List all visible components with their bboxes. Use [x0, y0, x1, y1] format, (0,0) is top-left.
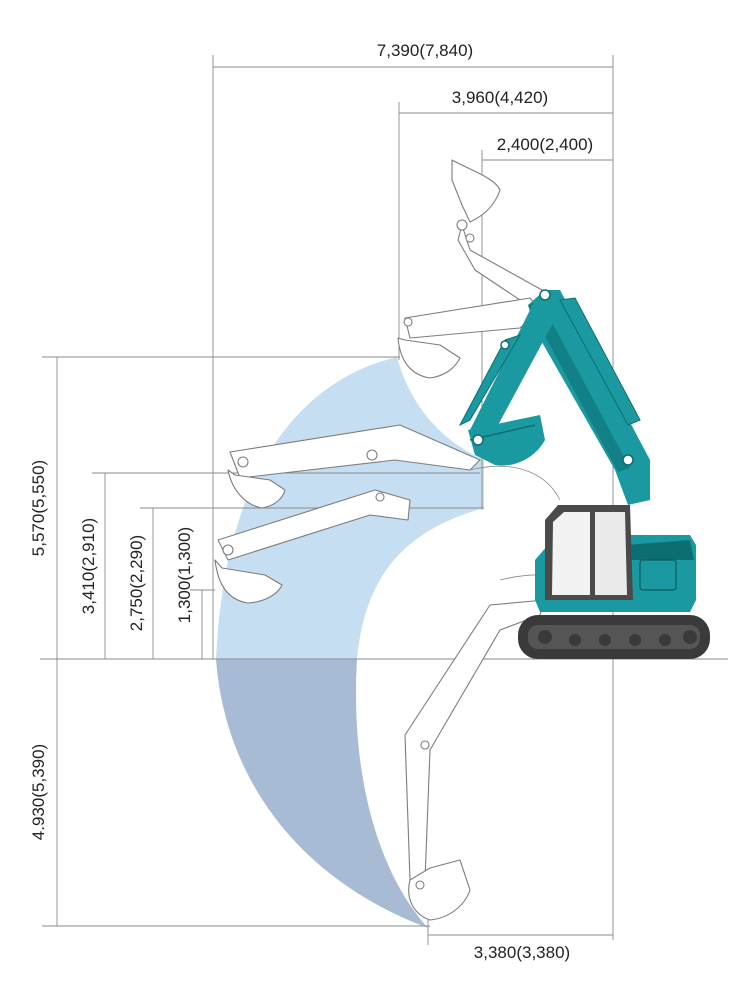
arm-position-deep: [404, 599, 546, 921]
arm: [470, 292, 560, 445]
max-reach-label: 7,390(7,840): [377, 41, 473, 60]
excavator: [458, 289, 710, 659]
mid-height-label: 2,750(2,290): [127, 535, 146, 631]
bottom-reach-label: 3,380(3,380): [474, 943, 570, 962]
low-height-label: 1,300(1,300): [175, 527, 194, 623]
arm-position-low: [214, 489, 411, 604]
arm-position-upper-mid: [397, 297, 541, 379]
swing-radius-label: 2,400(2,400): [497, 135, 593, 154]
max-dig-depth-label: 4.930(5,390): [29, 744, 48, 840]
max-dump-height-label: 3,410(2,910): [79, 518, 98, 614]
working-range-lower-zone: [216, 659, 428, 928]
dimension-lines: [42, 55, 614, 945]
reach-at-ground-label: 3,960(4,420): [452, 88, 548, 107]
max-dig-height-label: 5,570(5,550): [29, 460, 48, 556]
